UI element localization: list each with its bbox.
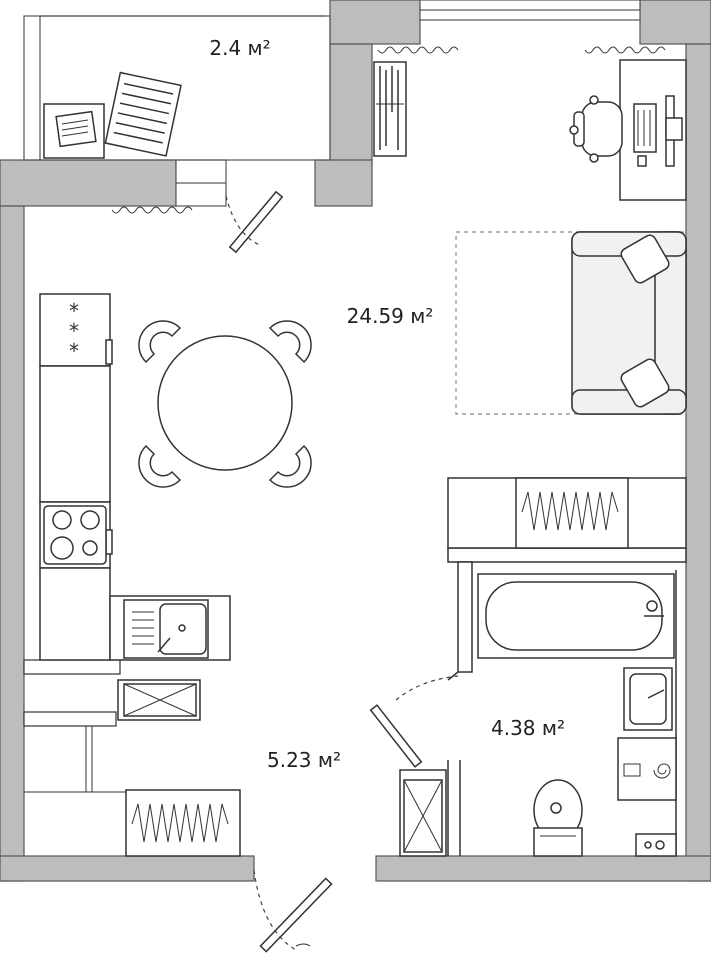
doors [225,190,459,953]
dining-table-icon [138,320,312,488]
sink-icon [123,599,209,659]
area-bathroom: 4.38 м² [491,716,565,740]
sofa-icon [455,231,687,415]
armchair-icon [104,71,182,157]
toilet-icon [533,779,583,857]
wardrobe-hall [125,789,241,857]
bookshelf [373,61,407,157]
walls [0,0,711,882]
radiators [111,46,666,214]
newspaper-icon [43,103,105,159]
wardrobe-living [447,477,687,549]
washing-machine-icon [617,737,677,801]
bathtub-icon [477,573,675,659]
cooktop-icon [43,505,107,565]
desk [569,59,687,201]
svg-text:*: * [69,299,79,323]
socket-icon [635,833,677,857]
hall-cabinet [117,679,201,721]
washbasin-icon [623,667,673,731]
area-balcony: 2.4 м² [209,36,270,60]
shower-cabinet [399,769,447,857]
balcony-furniture [43,71,182,159]
stove-icon: * * * [69,299,79,363]
desk-chair-icon [569,95,623,163]
area-hall: 5.23 м² [267,748,341,772]
svg-text:*: * [69,339,79,363]
area-living: 24.59 м² [347,304,434,328]
computer-icon [633,95,683,167]
svg-text:*: * [69,319,79,343]
